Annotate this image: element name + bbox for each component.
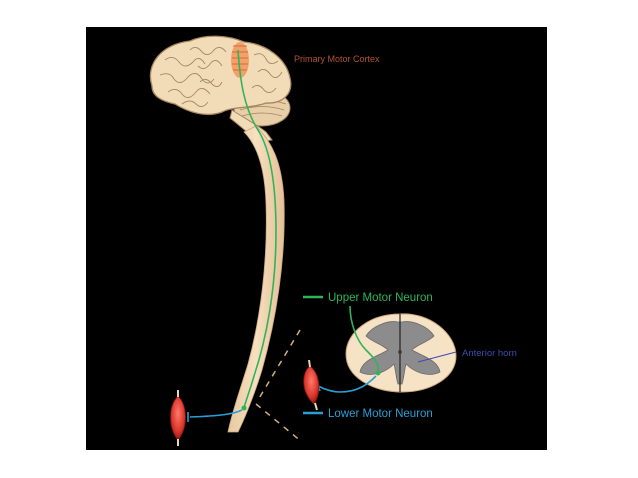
spinal-cord (227, 125, 285, 433)
lower-neuron-crosssection-path (317, 375, 377, 393)
anterior-horn-label: Anterior horn (462, 348, 517, 359)
upper-neuron-crosssection-path (349, 305, 380, 373)
upper-neuron-terminal (241, 405, 247, 411)
anterior-horn-pointer (417, 351, 457, 363)
lower-motor-neuron-path (189, 409, 243, 418)
muscle-left (170, 390, 186, 446)
primary-motor-cortex-label: Primary Motor Cortex (294, 54, 380, 64)
upper-motor-neuron-label: Upper Motor Neuron (328, 292, 433, 304)
brain-gyri (159, 47, 283, 107)
upper-motor-neuron-path (237, 49, 277, 409)
zoom-callout-lines (255, 329, 303, 443)
lower-motor-neuron-label: Lower Motor Neuron (328, 408, 433, 420)
brain (149, 35, 292, 143)
cerebrum (149, 35, 292, 116)
spinal-cord-cross-section (345, 313, 457, 393)
motor-cortex-highlight (231, 42, 249, 78)
muscle-right (303, 359, 320, 411)
